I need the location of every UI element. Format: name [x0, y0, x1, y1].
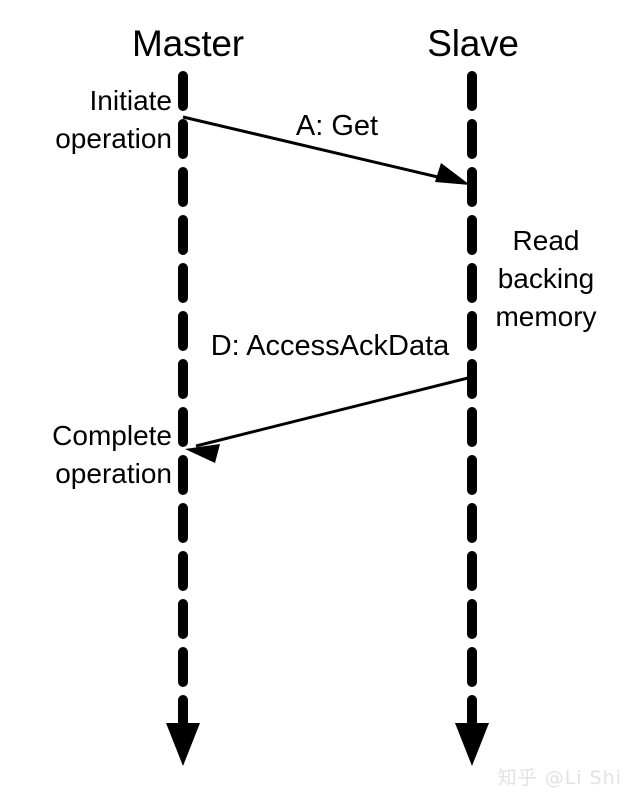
annotation-complete-operation: Complete operation — [52, 417, 172, 493]
annotation-complete-operation-line-2: operation — [55, 458, 172, 489]
message-a-get-arrowhead — [435, 163, 470, 185]
watermark: 知乎 @Li Shi — [497, 767, 622, 789]
message-d-accessackdata-arrowhead — [185, 444, 220, 463]
annotation-read-backing-memory-line-2: backing — [497, 263, 595, 294]
lifeline-master — [166, 71, 200, 766]
annotation-read-backing-memory: Read backing memory — [495, 222, 596, 336]
annotation-initiate-operation-line-2: operation — [55, 123, 172, 154]
annotation-read-backing-memory-line-3: memory — [495, 301, 597, 332]
message-label-a-get: A: Get — [295, 110, 379, 142]
lifeline-slave — [455, 71, 489, 766]
annotation-read-backing-memory-line-1: Read — [512, 225, 580, 256]
annotation-initiate-operation-line-1: Initiate — [89, 85, 173, 116]
lifeline-title-slave: Slave — [427, 23, 519, 64]
annotation-complete-operation-line-1: Complete — [52, 420, 172, 451]
message-d-accessackdata-line — [195, 375, 473, 448]
lifeline-title-master: Master — [132, 23, 244, 64]
message-label-d-accessackdata: D: AccessAckData — [210, 330, 450, 362]
lifeline-slave-terminator-arrow — [455, 723, 489, 766]
lifeline-master-terminator-arrow — [166, 723, 200, 766]
message-a-get-line — [182, 115, 460, 184]
annotation-initiate-operation: Initiate operation — [55, 82, 172, 158]
message-arrow-d-accessackdata — [185, 375, 473, 463]
message-arrow-a-get — [182, 115, 470, 185]
